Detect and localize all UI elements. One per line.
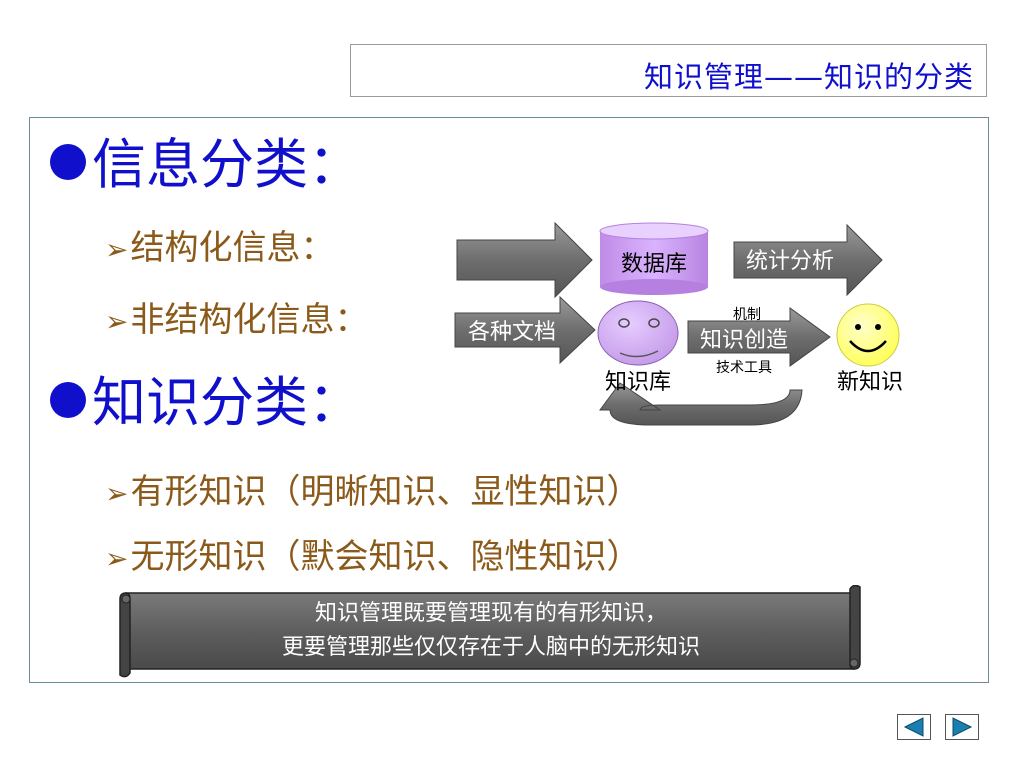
scroll-shape [119, 585, 861, 678]
next-slide-button[interactable] [945, 714, 979, 740]
mechanism-label: 机制 [733, 307, 761, 323]
tools-label: 技术工具 [716, 360, 772, 376]
arrow-bullet-icon: ➢ [105, 233, 129, 266]
knowledge-item-label: 有形知识（明晰知识、显性知识） [130, 472, 641, 512]
title-box: 知识管理——知识的分类 [350, 44, 987, 97]
slide-title: 知识管理——知识的分类 [643, 60, 974, 94]
info-item-structured: ➢结构化信息： [105, 228, 334, 270]
knowledge-creation-arrow [687, 307, 831, 367]
arrow-bullet-icon: ➢ [105, 305, 129, 338]
info-heading: 信息分类： [50, 135, 362, 195]
feedback-arrow [599, 382, 803, 426]
knowledge-item-intangible: ➢无形知识（默会知识、隐性知识） [105, 537, 640, 579]
triangle-left-icon [903, 717, 924, 737]
info-item-label: 结构化信息： [130, 228, 335, 268]
documents-arrow [454, 295, 596, 365]
knowledge-heading-text: 知识分类： [92, 371, 362, 434]
triangle-right-icon [952, 717, 973, 737]
info-item-label: 非结构化信息： [130, 300, 369, 340]
knowledge-flow-diagram: 数据库 统计分析 各种文档 机制 知识创造 技术工具 知识库 新知识 [454, 221, 903, 426]
arrow-bullet-icon: ➢ [105, 477, 129, 510]
prev-slide-button[interactable] [897, 714, 931, 740]
info-item-unstructured: ➢非结构化信息： [105, 300, 368, 342]
documents-label: 各种文档 [468, 320, 556, 345]
knowledge-base-face-icon [597, 300, 679, 366]
database-icon [599, 222, 709, 295]
knowledge-base-label: 知识库 [605, 370, 671, 395]
scroll-line-2: 更要管理那些仅仅存在于人脑中的无形知识 [281, 635, 700, 660]
scroll-text: 知识管理既要管理现有的有形知识， 更要管理那些仅仅存在于人脑中的无形知识 [118, 597, 864, 665]
knowledge-item-label: 无形知识（默会知识、隐性知识） [130, 537, 641, 577]
content-box [29, 117, 989, 683]
bullet-dot-icon [50, 382, 86, 419]
summary-scroll: 知识管理既要管理现有的有形知识， 更要管理那些仅仅存在于人脑中的无形知识 [118, 585, 864, 679]
input-arrow-structured [456, 221, 593, 299]
knowledge-heading: 知识分类： [50, 373, 362, 433]
scroll-line-1: 知识管理既要管理现有的有形知识， [314, 601, 667, 626]
database-label: 数据库 [621, 252, 687, 277]
info-heading-text: 信息分类： [92, 133, 362, 196]
bullet-dot-icon [50, 144, 86, 181]
new-knowledge-label: 新知识 [837, 370, 903, 395]
knowledge-item-tangible: ➢有形知识（明晰知识、显性知识） [105, 472, 640, 514]
stats-label: 统计分析 [746, 249, 834, 274]
arrow-bullet-icon: ➢ [105, 542, 129, 575]
creation-label: 知识创造 [700, 328, 788, 353]
new-knowledge-smiley-icon [836, 303, 900, 367]
stats-arrow [733, 223, 883, 297]
